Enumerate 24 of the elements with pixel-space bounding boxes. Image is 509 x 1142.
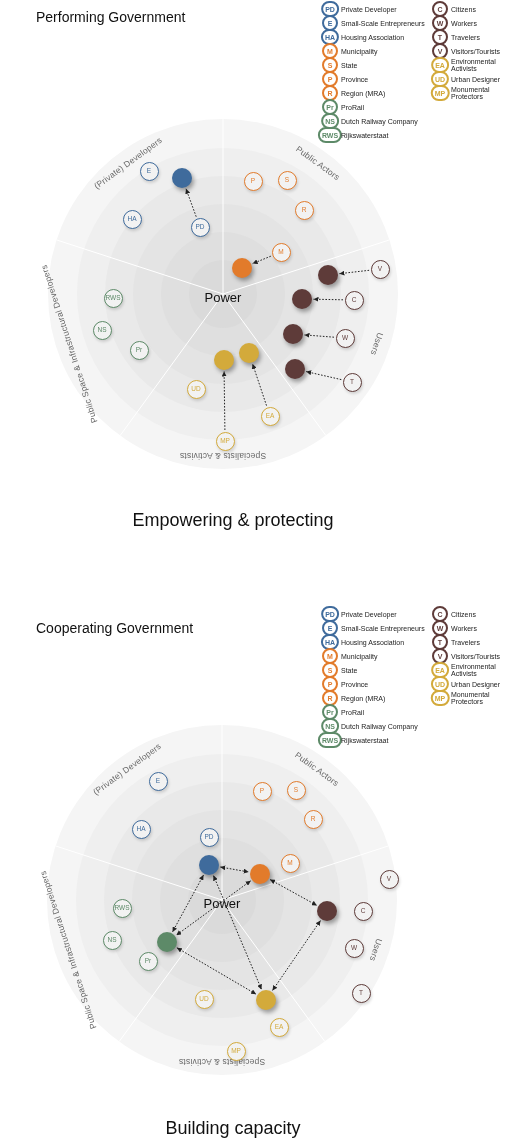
arrow [251, 363, 267, 407]
sector-label: Users [367, 937, 385, 963]
double-arrow [175, 880, 252, 936]
panel-caption: Building capacity [165, 1117, 301, 1139]
sector-label: Specialists & Activists [179, 451, 267, 461]
double-arrow [213, 875, 262, 990]
arrow [221, 371, 227, 431]
arrow [338, 269, 370, 276]
center-label: Power [204, 289, 242, 305]
arrow [305, 370, 342, 381]
double-arrow [172, 874, 204, 933]
sector-label: Users [368, 331, 386, 357]
arrow [252, 255, 272, 265]
arrow [304, 332, 335, 338]
arrow [185, 188, 197, 218]
double-arrow [269, 879, 318, 906]
panel-caption: Empowering & protecting [132, 509, 334, 531]
double-arrow [176, 947, 257, 995]
arrow [313, 296, 344, 302]
double-arrow [219, 865, 250, 874]
double-arrow [272, 920, 321, 991]
panel-heading: Cooperating Government [36, 620, 194, 636]
panel-heading: Performing Government [36, 9, 186, 25]
center-label: Power [203, 895, 241, 911]
